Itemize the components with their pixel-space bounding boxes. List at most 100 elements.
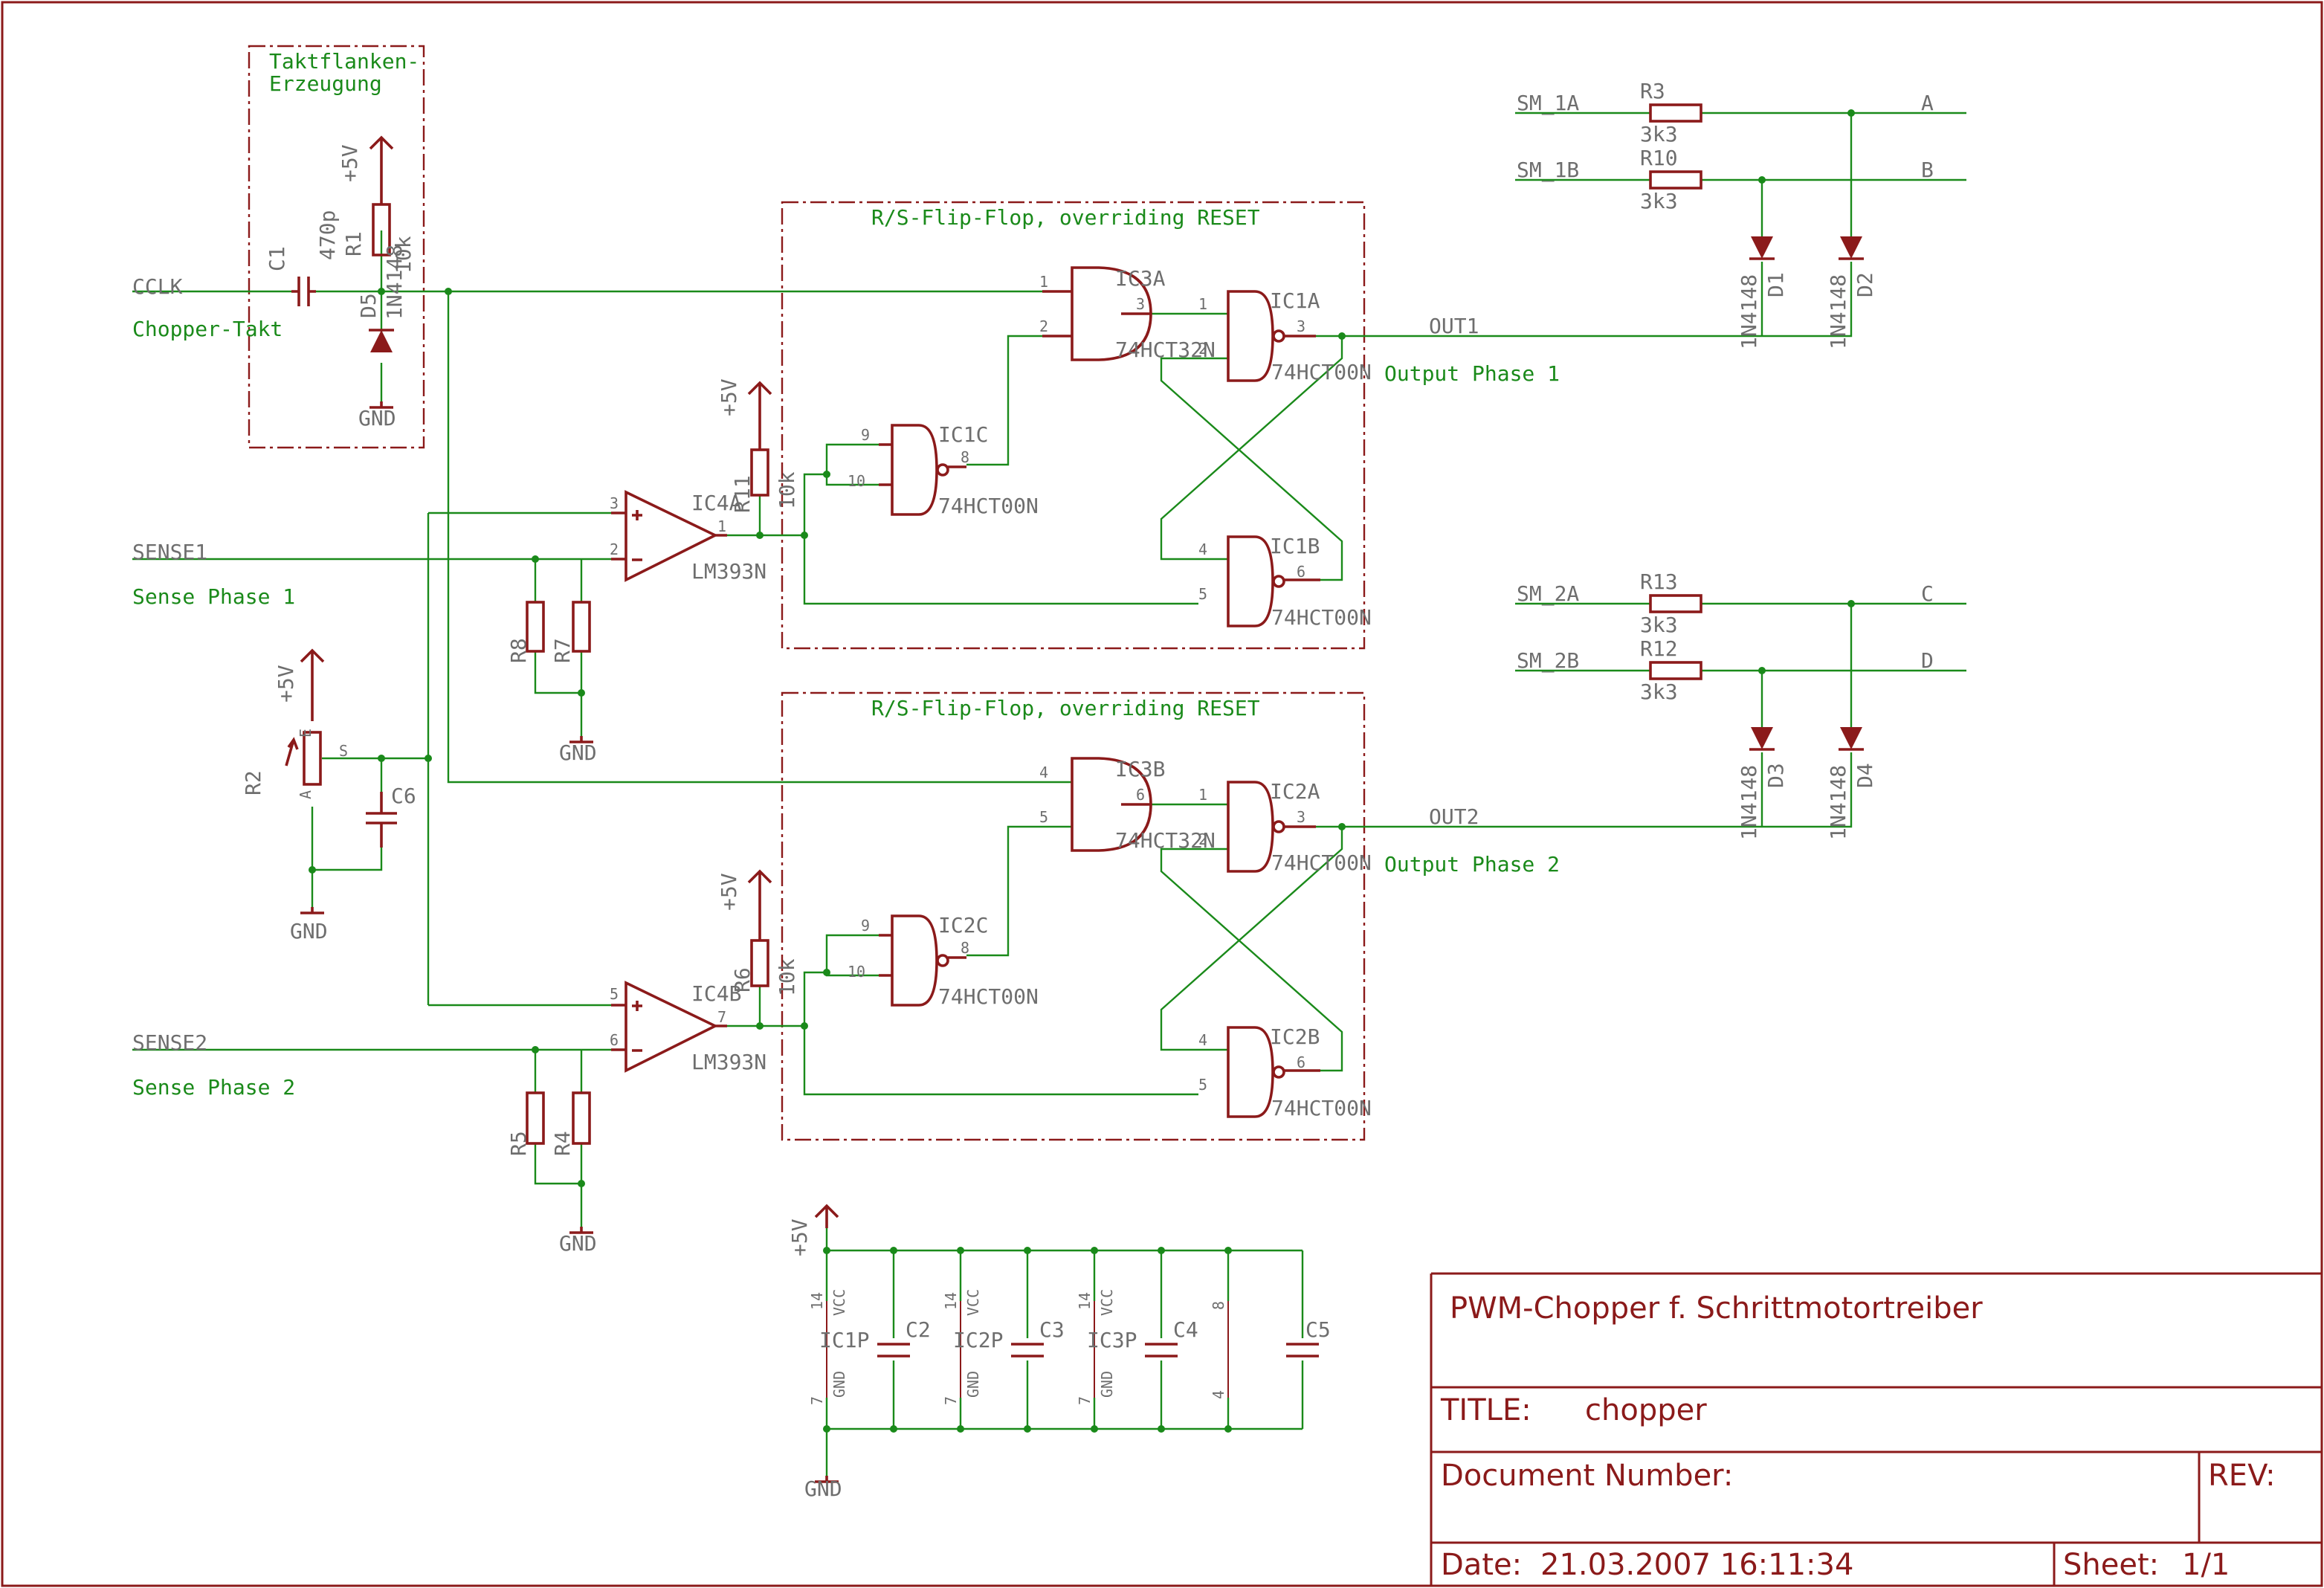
ic3p-gnd-label: GND — [1098, 1371, 1116, 1398]
ic-power-pins — [826, 1301, 1229, 1398]
ic2a-pin-2: 2 — [1198, 830, 1207, 848]
net-desc-out2: Output Phase 2 — [1384, 852, 1560, 877]
diode-d3 — [1749, 727, 1775, 751]
net-desc-out1: Output Phase 1 — [1384, 361, 1560, 386]
c3-name: C3 — [1039, 1317, 1065, 1342]
r11-supply-label: +5V — [717, 378, 741, 416]
d4-name: D4 — [1853, 763, 1877, 788]
flipflop-label-2: R/S-Flip-Flop, overriding RESET — [871, 696, 1260, 720]
net-label-d: D — [1921, 648, 1934, 673]
diode-d4 — [1839, 727, 1864, 751]
net-label-out1: OUT1 — [1429, 314, 1479, 338]
r6-supply-label: +5V — [717, 873, 741, 911]
nand-gate-ic1a — [1227, 290, 1316, 382]
c1-value: 470p — [315, 210, 340, 260]
ic1p-pin-vcc: 14 — [808, 1292, 826, 1310]
ic3b-pin-4: 4 — [1039, 764, 1048, 781]
ic2c-name: IC2C — [938, 913, 988, 937]
r13-name: R13 — [1640, 569, 1678, 594]
r8-name: R8 — [506, 638, 531, 663]
c5-name: C5 — [1305, 1317, 1331, 1342]
r1-name: R1 — [341, 231, 366, 256]
ic1c-name: IC1C — [938, 422, 988, 447]
document-number-label: Document Number: — [1441, 1459, 1733, 1493]
ic2b-name: IC2B — [1270, 1024, 1320, 1049]
resistor-r6 — [750, 939, 769, 987]
ic1c-pin-9: 9 — [861, 426, 870, 444]
r3-name: R3 — [1640, 79, 1665, 103]
net-label-a: A — [1921, 91, 1934, 115]
nand-gate-ic2c — [879, 914, 966, 1007]
ic2p-gnd-label: GND — [964, 1371, 982, 1398]
rev-label: REV: — [2208, 1459, 2276, 1493]
resistor-r13 — [1649, 594, 1702, 613]
ic1b-pin-4: 4 — [1198, 540, 1207, 558]
ic3b-pin-6: 6 — [1136, 786, 1145, 804]
title-label: TITLE: — [1440, 1393, 1531, 1427]
capacitor-c2 — [877, 1343, 910, 1358]
nand-gate-ic2b — [1227, 1026, 1320, 1118]
c1-name: C1 — [265, 246, 289, 271]
net-label-sm1a: SM_1A — [1517, 91, 1579, 116]
r2-pin-s: S — [339, 742, 348, 760]
ic2p-pin-vcc: 14 — [942, 1292, 960, 1310]
ic1c-pin-8: 8 — [961, 448, 969, 466]
ic2b-pin-6: 6 — [1297, 1053, 1305, 1071]
ic3a-pin-2: 2 — [1039, 317, 1048, 335]
ic2c-pin-9: 9 — [861, 917, 870, 935]
comparator-ic4a — [611, 490, 727, 582]
ic3a-name: IC3A — [1115, 266, 1166, 291]
net-label-cclk: CCLK — [132, 274, 183, 299]
diode-d2 — [1839, 236, 1864, 260]
ic4b-value: LM393N — [691, 1050, 766, 1074]
net-label-sm2a: SM_2A — [1517, 581, 1579, 607]
resistor-r1 — [372, 203, 391, 256]
ic4a-pin-1: 1 — [717, 517, 726, 535]
nand-gate-ic2a — [1227, 781, 1316, 873]
edge-gnd-label: GND — [358, 406, 396, 430]
ic3b-value: 74HCT32N — [1115, 828, 1216, 853]
nand-gate-ic1b — [1227, 535, 1320, 627]
ic1a-pin-3: 3 — [1297, 317, 1305, 335]
decoupling-supply-label: +5V — [787, 1219, 812, 1256]
d4-value: 1N4148 — [1826, 765, 1850, 840]
net-label-sense1: SENSE1 — [132, 540, 207, 564]
sheet-value: 1/1 — [2182, 1548, 2230, 1582]
ic2p-pin-gnd: 7 — [942, 1396, 960, 1405]
junctions — [309, 109, 1855, 1433]
net-label-out2: OUT2 — [1429, 804, 1479, 829]
r6-name: R6 — [730, 967, 755, 992]
ic2b-pin-5: 5 — [1198, 1076, 1207, 1094]
vcc-arrow-r2 — [300, 648, 325, 721]
ic3p-vcc-label: VCC — [1098, 1289, 1116, 1316]
ic4b-name: IC4B — [691, 981, 741, 1006]
ic4a-pin-2: 2 — [610, 540, 619, 558]
resistor-r4 — [572, 1091, 591, 1145]
ic1a-name: IC1A — [1270, 288, 1320, 313]
ic2a-value: 74HCT00N — [1271, 851, 1372, 875]
r1-value: 10k — [391, 236, 416, 274]
r2-supply-label: +5V — [274, 665, 298, 703]
or-gate-ic3a — [1042, 266, 1152, 361]
ic1p-gnd-label: GND — [830, 1371, 848, 1398]
ic1p-pin-gnd: 7 — [808, 1396, 826, 1405]
net-desc-cclk: Chopper-Takt — [132, 317, 283, 341]
flipflop-label-1: R/S-Flip-Flop, overriding RESET — [871, 205, 1260, 230]
diode-d5 — [369, 329, 394, 352]
ic1b-pin-6: 6 — [1297, 563, 1305, 581]
capacitor-c4 — [1145, 1343, 1178, 1358]
flipflop-box-2 — [781, 691, 1366, 1141]
ic2c-pin-10: 10 — [848, 963, 865, 981]
ic4a-name: IC4A — [691, 491, 742, 515]
d5-name: D5 — [356, 293, 381, 318]
d2-name: D2 — [1853, 272, 1877, 297]
ic1p-name: IC1P — [819, 1328, 869, 1352]
net-label-sense2: SENSE2 — [132, 1030, 207, 1055]
capacitor-c3 — [1011, 1343, 1044, 1358]
date-value: 21.03.2007 16:11:34 — [1540, 1548, 1853, 1582]
resistor-r12 — [1649, 661, 1702, 680]
ic2a-pin-1: 1 — [1198, 786, 1207, 804]
ic2c-value: 74HCT00N — [938, 984, 1039, 1009]
